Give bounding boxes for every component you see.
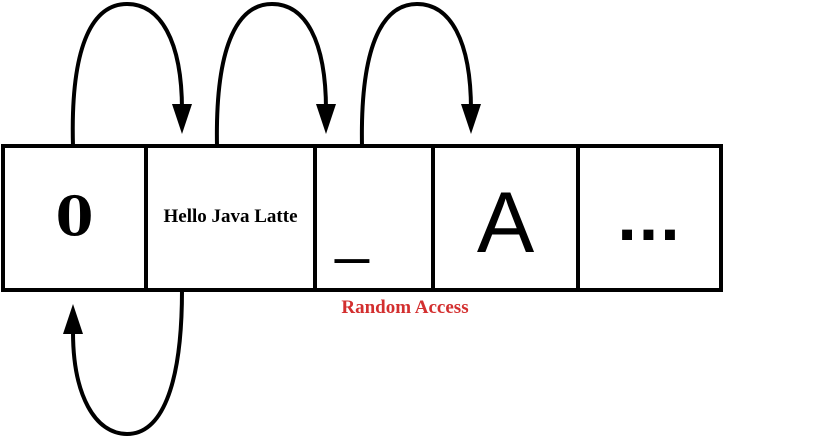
array-cell-4: ... (578, 146, 721, 290)
arrowhead-down (172, 104, 192, 134)
cell-value: ... (617, 177, 682, 255)
arrowhead-down (461, 104, 481, 134)
arrowhead-up (63, 304, 83, 334)
arc-arrow-1-to-2 (214, 1, 328, 147)
arrowhead-down (316, 104, 336, 134)
cell-value: A (476, 175, 535, 271)
cell-value: _ (335, 197, 369, 264)
diagram-caption: Random Access (341, 297, 469, 318)
array-cell-1: Hello Java Latte (146, 146, 315, 290)
arc-arrow-1-to-0 (71, 289, 184, 437)
arc-arrow-0-to-1 (70, 1, 184, 147)
cell-value: Hello Java Latte (163, 206, 298, 227)
cell-value: 0 (55, 184, 94, 248)
array-cell-3: A (433, 146, 578, 290)
array-cell-0: 0 (3, 146, 146, 290)
array-cell-2: _ (315, 146, 433, 290)
arc-arrow-2-to-3 (359, 1, 473, 147)
